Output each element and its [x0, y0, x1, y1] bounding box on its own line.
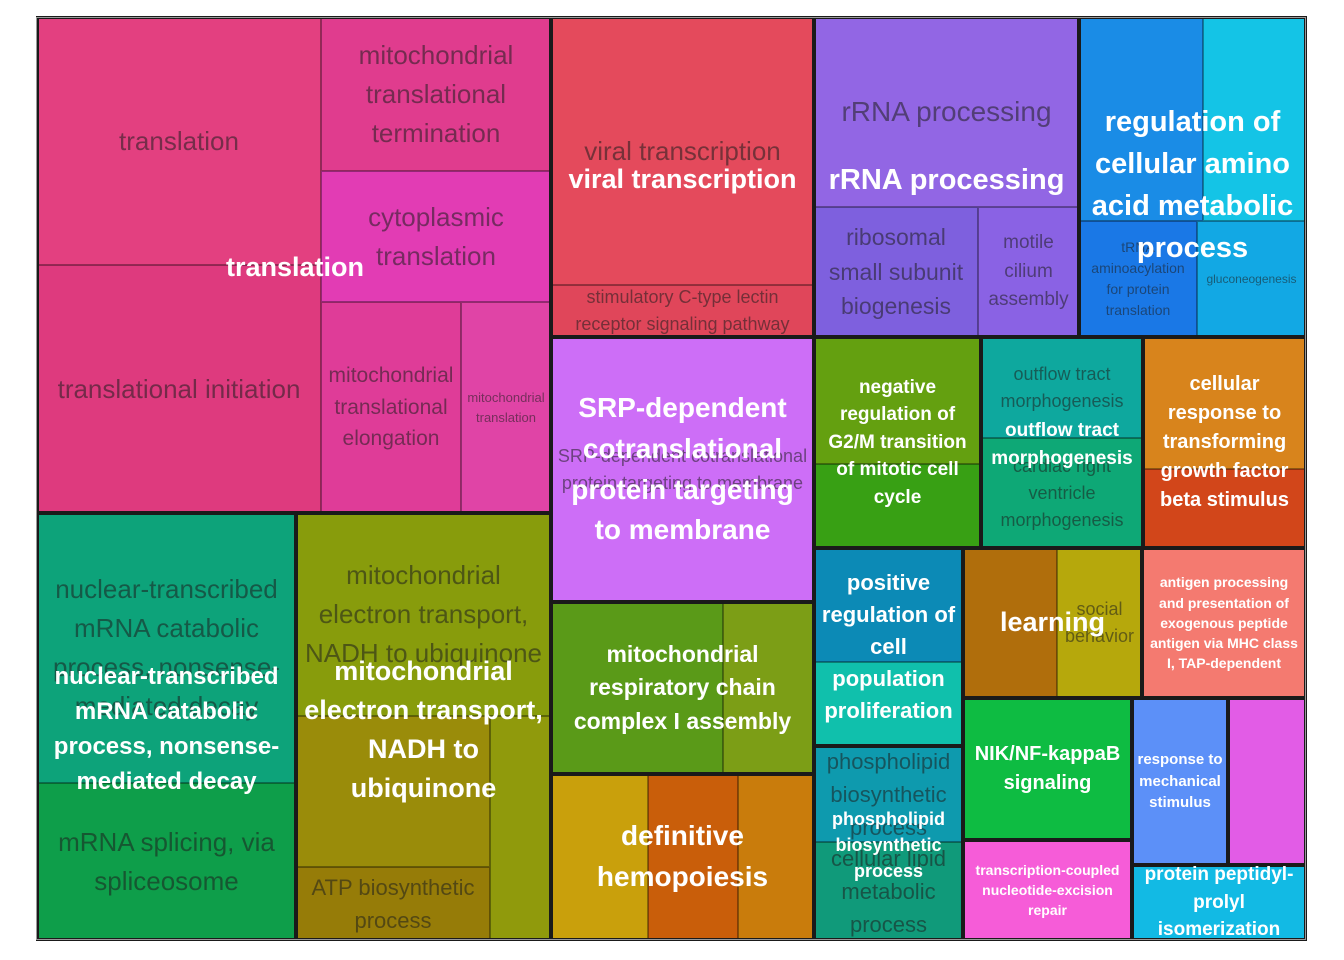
- treemap-cell-nuclear-transcribed-mrna-catabolic-process-nonse: nuclear-transcribed mRNA catabolic proce…: [37, 513, 296, 783]
- term-label: motile cilium assembly: [988, 232, 1069, 311]
- treemap-cell-phospholipid-biosynthetic-process: phospholipid biosynthetic process: [814, 746, 963, 842]
- treemap-cell-g11-t1: [1143, 469, 1306, 548]
- treemap-cell-g16-t0: [963, 698, 1132, 840]
- term-label: mitochondrial translation: [467, 390, 545, 425]
- treemap-cell-mrna-splicing-via-spliceosome: mRNA splicing, via spliceosome: [37, 783, 296, 940]
- treemap-cell-g11-t0: [1143, 337, 1306, 469]
- term-label: mRNA splicing, via spliceosome: [58, 826, 275, 896]
- treemap-cell-g18-t0: [1228, 698, 1306, 865]
- treemap-cell-cytoplasmic-translation: cytoplasmic translation: [321, 171, 551, 302]
- treemap-cell-stimulatory-c-type-lectin-receptor-signaling-pat: stimulatory C-type lectin receptor signa…: [551, 285, 814, 337]
- term-label: viral transcription: [584, 135, 781, 166]
- treemap-cell-g17-t0: [1132, 698, 1228, 865]
- treemap-cell-srp-dependent-cotranslational-protein-targeting-: SRP-dependent cotranslational protein ta…: [551, 337, 814, 602]
- term-label: cardiac right ventricle morphogenesis: [1000, 455, 1124, 530]
- treemap-cell-g9-t1: [814, 464, 981, 548]
- treemap-cell-g12-t0: [814, 548, 963, 662]
- treemap-cell-translation: translation: [37, 17, 321, 265]
- term-label: mitochondrial electron transport, NADH t…: [304, 560, 543, 668]
- treemap-cell-g12-t1: [814, 662, 963, 746]
- treemap-cell-g5-t2: [490, 716, 551, 940]
- treemap-cell-mitochondrial-translation: mitochondrial translation: [461, 302, 551, 513]
- treemap-cell-outflow-tract-morphogenesis: outflow tract morphogenesis: [981, 337, 1143, 438]
- treemap-cell-g8-t2: [738, 774, 814, 940]
- term-label: nuclear-transcribed mRNA catabolic proce…: [53, 574, 280, 721]
- term-label: ATP biosynthetic process: [311, 874, 475, 933]
- treemap-cell-cellular-lipid-metabolic-process: cellular lipid metabolic process: [814, 842, 963, 940]
- term-label: ribosomal small subunit biogenesis: [828, 224, 964, 320]
- term-label: translational initiation: [57, 373, 301, 404]
- treemap-cell-social-behavior: social behavior: [1057, 548, 1142, 698]
- term-label: cytoplasmic translation: [368, 201, 504, 271]
- treemap-cell-mitochondrial-translational-termination: mitochondrial translational termination: [321, 17, 551, 171]
- treemap-cell-g14-t0: [1142, 548, 1306, 698]
- treemap-cell-mitochondrial-translational-elongation: mitochondrial translational elongation: [321, 302, 461, 513]
- term-label: rRNA processing: [841, 96, 1052, 127]
- treemap-cell-rrna-processing: rRNA processing: [814, 17, 1079, 207]
- treemap-cell-g8-t0: [551, 774, 648, 940]
- treemap-cell-g7-t0: [551, 602, 723, 774]
- treemap-cell-viral-transcription: viral transcription: [551, 17, 814, 285]
- treemap-cell-g7-t1: [723, 602, 814, 774]
- treemap-cell-g8-t1: [648, 774, 738, 940]
- term-label: outflow tract morphogenesis: [1000, 363, 1124, 411]
- term-label: phospholipid biosynthetic process: [826, 748, 951, 840]
- treemap-cell-g19-t0: [963, 840, 1132, 940]
- term-label: tRNA aminoacylation for protein translat…: [1091, 239, 1185, 318]
- term-label: translation: [119, 125, 239, 156]
- treemap-cell-g13-t0: [963, 548, 1057, 698]
- treemap-cell-cardiac-right-ventricle-morphogenesis: cardiac right ventricle morphogenesis: [981, 438, 1143, 548]
- term-label: social behavior: [1064, 599, 1135, 646]
- treemap-cell-gluconeogenesis: gluconeogenesis: [1197, 221, 1306, 337]
- term-label: stimulatory C-type lectin receptor signa…: [575, 287, 790, 334]
- treemap-cell-motile-cilium-assembly: motile cilium assembly: [978, 207, 1079, 337]
- treemap-cell-g3-t1: [1203, 17, 1306, 221]
- term-label: mitochondrial translational elongation: [328, 364, 454, 451]
- treemap-cell-g20-t0: [1132, 865, 1306, 940]
- term-label: gluconeogenesis: [1206, 272, 1297, 286]
- treemap-cell-atp-biosynthetic-process: ATP biosynthetic process: [296, 867, 490, 940]
- treemap-cell-ribosomal-small-subunit-biogenesis: ribosomal small subunit biogenesis: [814, 207, 978, 337]
- treemap-cell-translational-initiation: translational initiation: [37, 265, 321, 513]
- treemap-cell-trna-aminoacylation-for-protein-translation: tRNA aminoacylation for protein translat…: [1079, 221, 1197, 337]
- treemap-cell-g9-t0: [814, 337, 981, 464]
- term-label: SRP-dependent cotranslational protein ta…: [557, 445, 808, 493]
- treemap-cell-mitochondrial-electron-transport-nadh-to-ubiquin: mitochondrial electron transport, NADH t…: [296, 513, 551, 716]
- treemap-cell-g3-t0: [1079, 17, 1203, 221]
- treemap-cell-g5-t1: [296, 716, 490, 867]
- term-label: mitochondrial translational termination: [358, 39, 514, 148]
- term-label: cellular lipid metabolic process: [831, 845, 946, 937]
